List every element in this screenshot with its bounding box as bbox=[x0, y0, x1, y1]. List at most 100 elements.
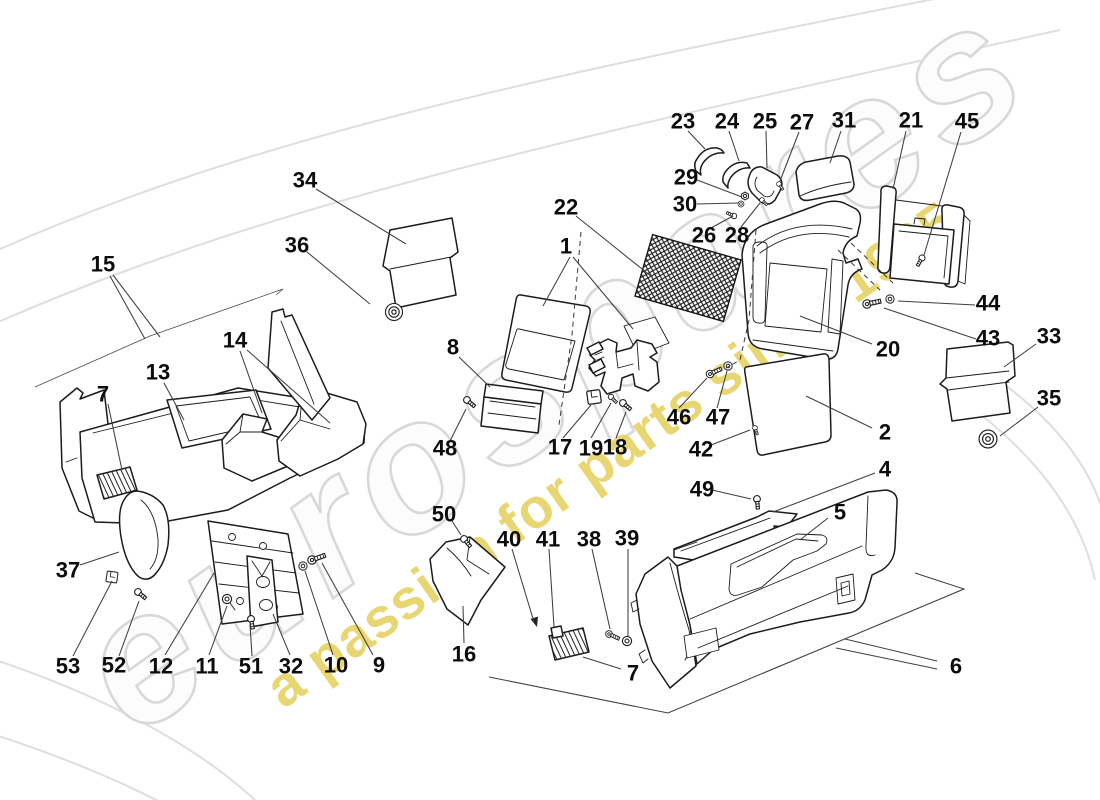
part-callout-20: 20 bbox=[876, 337, 900, 362]
leader-line bbox=[844, 638, 938, 662]
leader-line bbox=[615, 411, 627, 439]
part-callout-16: 16 bbox=[452, 642, 476, 667]
part-callout-26: 26 bbox=[692, 223, 716, 248]
leader-line bbox=[923, 131, 962, 256]
dashed-line bbox=[725, 229, 757, 369]
part-35-grommet bbox=[978, 429, 998, 449]
part-37-pillar-trim bbox=[118, 490, 170, 580]
leader-line bbox=[542, 256, 571, 307]
leader-line bbox=[163, 382, 185, 421]
leader-line bbox=[728, 130, 740, 162]
part-callout-9: 9 bbox=[373, 653, 385, 678]
dashed-line bbox=[850, 242, 894, 284]
leader-line bbox=[572, 256, 634, 330]
leader-line bbox=[272, 613, 291, 656]
leader-line bbox=[779, 131, 800, 182]
leader-line bbox=[511, 548, 535, 623]
part-callout-45: 45 bbox=[955, 109, 979, 134]
leader-line bbox=[711, 489, 752, 500]
part-callout-48: 48 bbox=[433, 436, 457, 461]
leader-line bbox=[799, 315, 873, 345]
part-callout-39: 39 bbox=[615, 526, 639, 551]
leader-line bbox=[164, 572, 215, 656]
leader-line bbox=[107, 403, 123, 471]
part-31-lid bbox=[795, 155, 855, 202]
diagram-line-art bbox=[34, 147, 1016, 689]
part-callout-42: 42 bbox=[689, 437, 713, 462]
leader-line bbox=[458, 356, 491, 388]
watermark-swoosh-top bbox=[0, 0, 935, 251]
part-callout-19: 19 bbox=[579, 436, 603, 461]
leader-line bbox=[772, 472, 876, 513]
part-callout-47: 47 bbox=[706, 405, 730, 430]
leader-line bbox=[562, 404, 592, 439]
leader-line bbox=[835, 647, 938, 670]
leader-line bbox=[109, 275, 146, 340]
dashed-line bbox=[558, 231, 582, 426]
leader-line bbox=[892, 130, 907, 190]
part-callout-25: 25 bbox=[753, 109, 777, 134]
part-callout-44: 44 bbox=[976, 291, 1001, 316]
part-callout-29: 29 bbox=[674, 165, 698, 190]
leader-line bbox=[590, 402, 612, 439]
part-callout-28: 28 bbox=[725, 223, 749, 248]
part-callout-31: 31 bbox=[832, 108, 856, 133]
leader-line bbox=[710, 429, 751, 446]
part-21-frame bbox=[877, 185, 971, 288]
part-callout-23: 23 bbox=[671, 109, 695, 134]
part-callout-7: 7 bbox=[97, 382, 109, 407]
part-callout-1: 1 bbox=[560, 234, 572, 259]
washer-30 bbox=[737, 200, 745, 208]
part-callout-52: 52 bbox=[102, 653, 126, 678]
assembly-4-5-sill bbox=[630, 489, 898, 689]
part-7-grille-left bbox=[96, 466, 138, 500]
leader-line bbox=[999, 406, 1039, 437]
part-7-grille-bottom bbox=[530, 616, 590, 661]
washer-47 bbox=[723, 361, 733, 371]
leader-line bbox=[710, 215, 734, 229]
watermark-swoosh-right2 bbox=[961, 399, 1096, 581]
part-callout-2: 2 bbox=[879, 420, 891, 445]
part-callout-13: 13 bbox=[146, 360, 170, 385]
part-callout-38: 38 bbox=[577, 527, 601, 552]
nut-29 bbox=[741, 191, 749, 201]
part-callout-51: 51 bbox=[239, 654, 263, 679]
leader-line bbox=[451, 520, 462, 536]
leader-line bbox=[687, 130, 706, 150]
grommet-11 bbox=[221, 593, 233, 605]
assembly-15-sill-trim bbox=[34, 288, 367, 525]
leader-line bbox=[304, 570, 334, 656]
part-callout-34: 34 bbox=[293, 168, 318, 193]
leader-line bbox=[696, 179, 743, 198]
part-1-bracket-cluster bbox=[586, 316, 670, 395]
leader-line bbox=[118, 600, 140, 657]
leader-line bbox=[488, 572, 966, 714]
bracket-12-plate bbox=[207, 520, 304, 628]
leader-line bbox=[740, 202, 761, 228]
washer-44 bbox=[885, 294, 895, 304]
part-41-clip bbox=[550, 625, 564, 639]
part-callout-4: 4 bbox=[879, 457, 892, 482]
leader-line bbox=[765, 130, 768, 169]
part-callout-30: 30 bbox=[673, 192, 697, 217]
leader-line bbox=[246, 349, 331, 424]
part-callout-32: 32 bbox=[279, 654, 303, 679]
part-callout-6: 6 bbox=[950, 654, 962, 679]
leader-line bbox=[883, 307, 977, 340]
bolt-38 bbox=[604, 629, 622, 643]
part-callout-8: 8 bbox=[447, 335, 459, 360]
part-callout-43: 43 bbox=[976, 326, 1000, 351]
part-2-panel bbox=[743, 353, 832, 456]
watermark-swoosh-bottom bbox=[0, 660, 256, 800]
part-callout-12: 12 bbox=[149, 654, 173, 679]
part-callout-15: 15 bbox=[91, 252, 115, 277]
part-callout-14: 14 bbox=[223, 328, 248, 353]
part-callout-11: 11 bbox=[195, 654, 218, 679]
screw-49 bbox=[752, 494, 762, 510]
fasteners bbox=[105, 180, 927, 647]
part-callout-7: 7 bbox=[627, 661, 639, 686]
part-5-recess bbox=[728, 533, 828, 596]
leader-line bbox=[79, 551, 120, 566]
